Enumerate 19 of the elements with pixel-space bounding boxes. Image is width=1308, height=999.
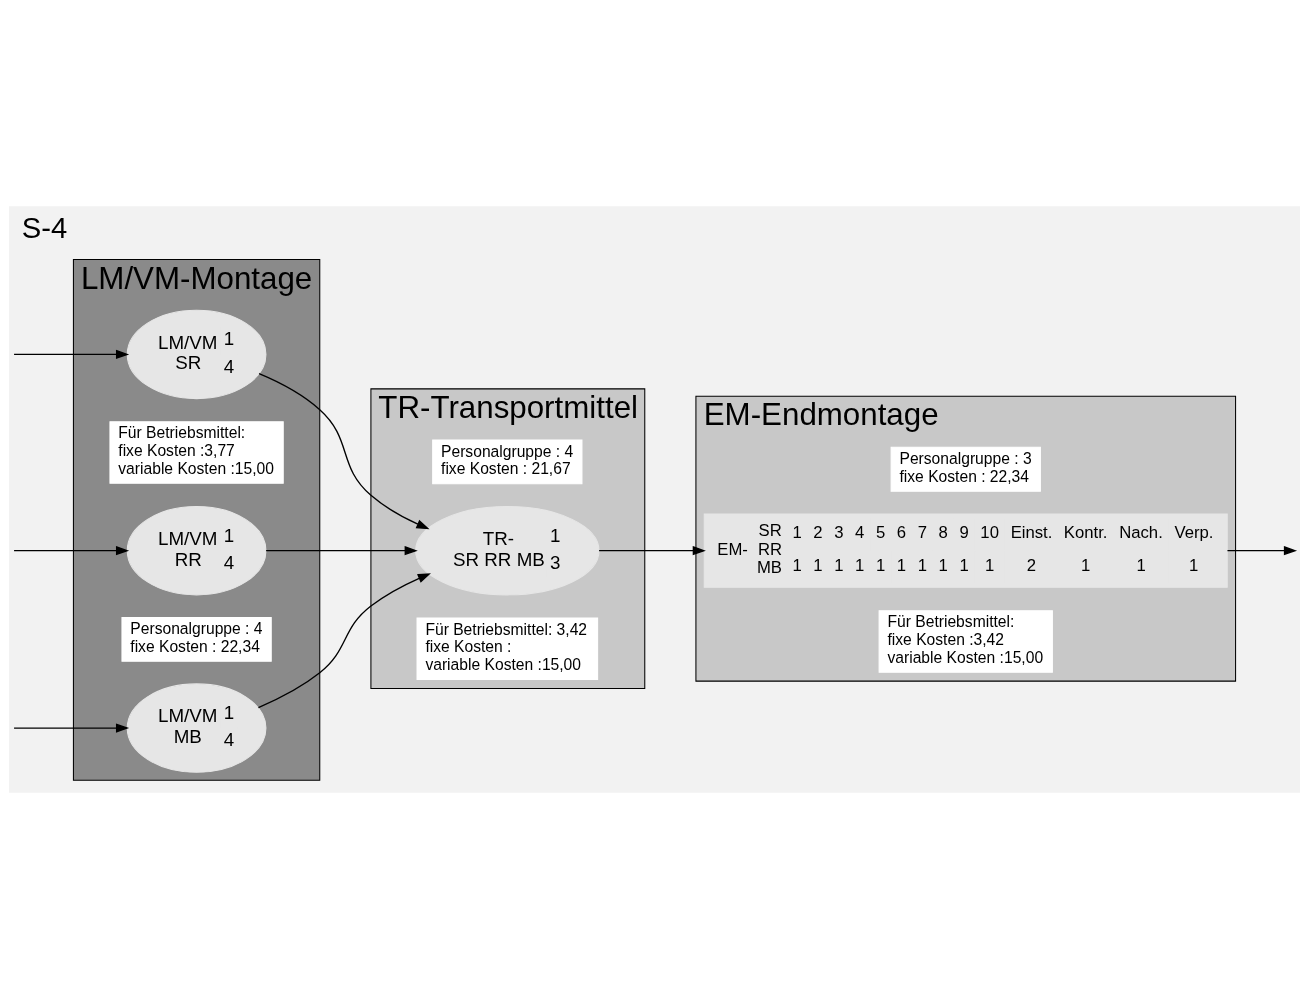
diagram-title: S-4 (21, 211, 67, 244)
node-box: Personalgruppe : 3 fixe Kosten : 22,34 (890, 446, 1041, 492)
arrow (1226, 546, 1297, 556)
arrow (12, 723, 129, 733)
node-box: Personalgruppe : 4 fixe Kosten : 21,67 (431, 439, 582, 485)
node-box: EM- SR RR MB 1 2 3 4 5 6 7 8 9 10 Einst. Kontr. Nach. Verp. 1 1 1 1 1 1 1 1 1 1 2 1 1 1 (703, 513, 1228, 588)
node-box: Für Betriebsmittel: fixe Kosten :3,77 variable Kosten :15,00 (108, 421, 284, 484)
node-ellipse: LM/VM SR 1 4 (126, 309, 266, 400)
node-box: Personalgruppe : 4 fixe Kosten : 22,34 (120, 616, 272, 662)
arrow (264, 546, 418, 556)
arrow (12, 349, 129, 359)
arrow (257, 373, 430, 530)
node-ellipse: LM/VM RR 1 4 (126, 505, 266, 596)
arrow (257, 573, 431, 709)
node-ellipse: LM/VM MB 1 4 (126, 683, 266, 773)
arrow (12, 546, 129, 556)
node-box: Für Betriebsmittel: fixe Kosten :3,42 variable Kosten :15,00 (878, 610, 1053, 673)
arrow (597, 546, 706, 556)
node-box: Für Betriebsmittel: 3,42 fixe Kosten : variable Kosten :15,00 (416, 617, 598, 681)
